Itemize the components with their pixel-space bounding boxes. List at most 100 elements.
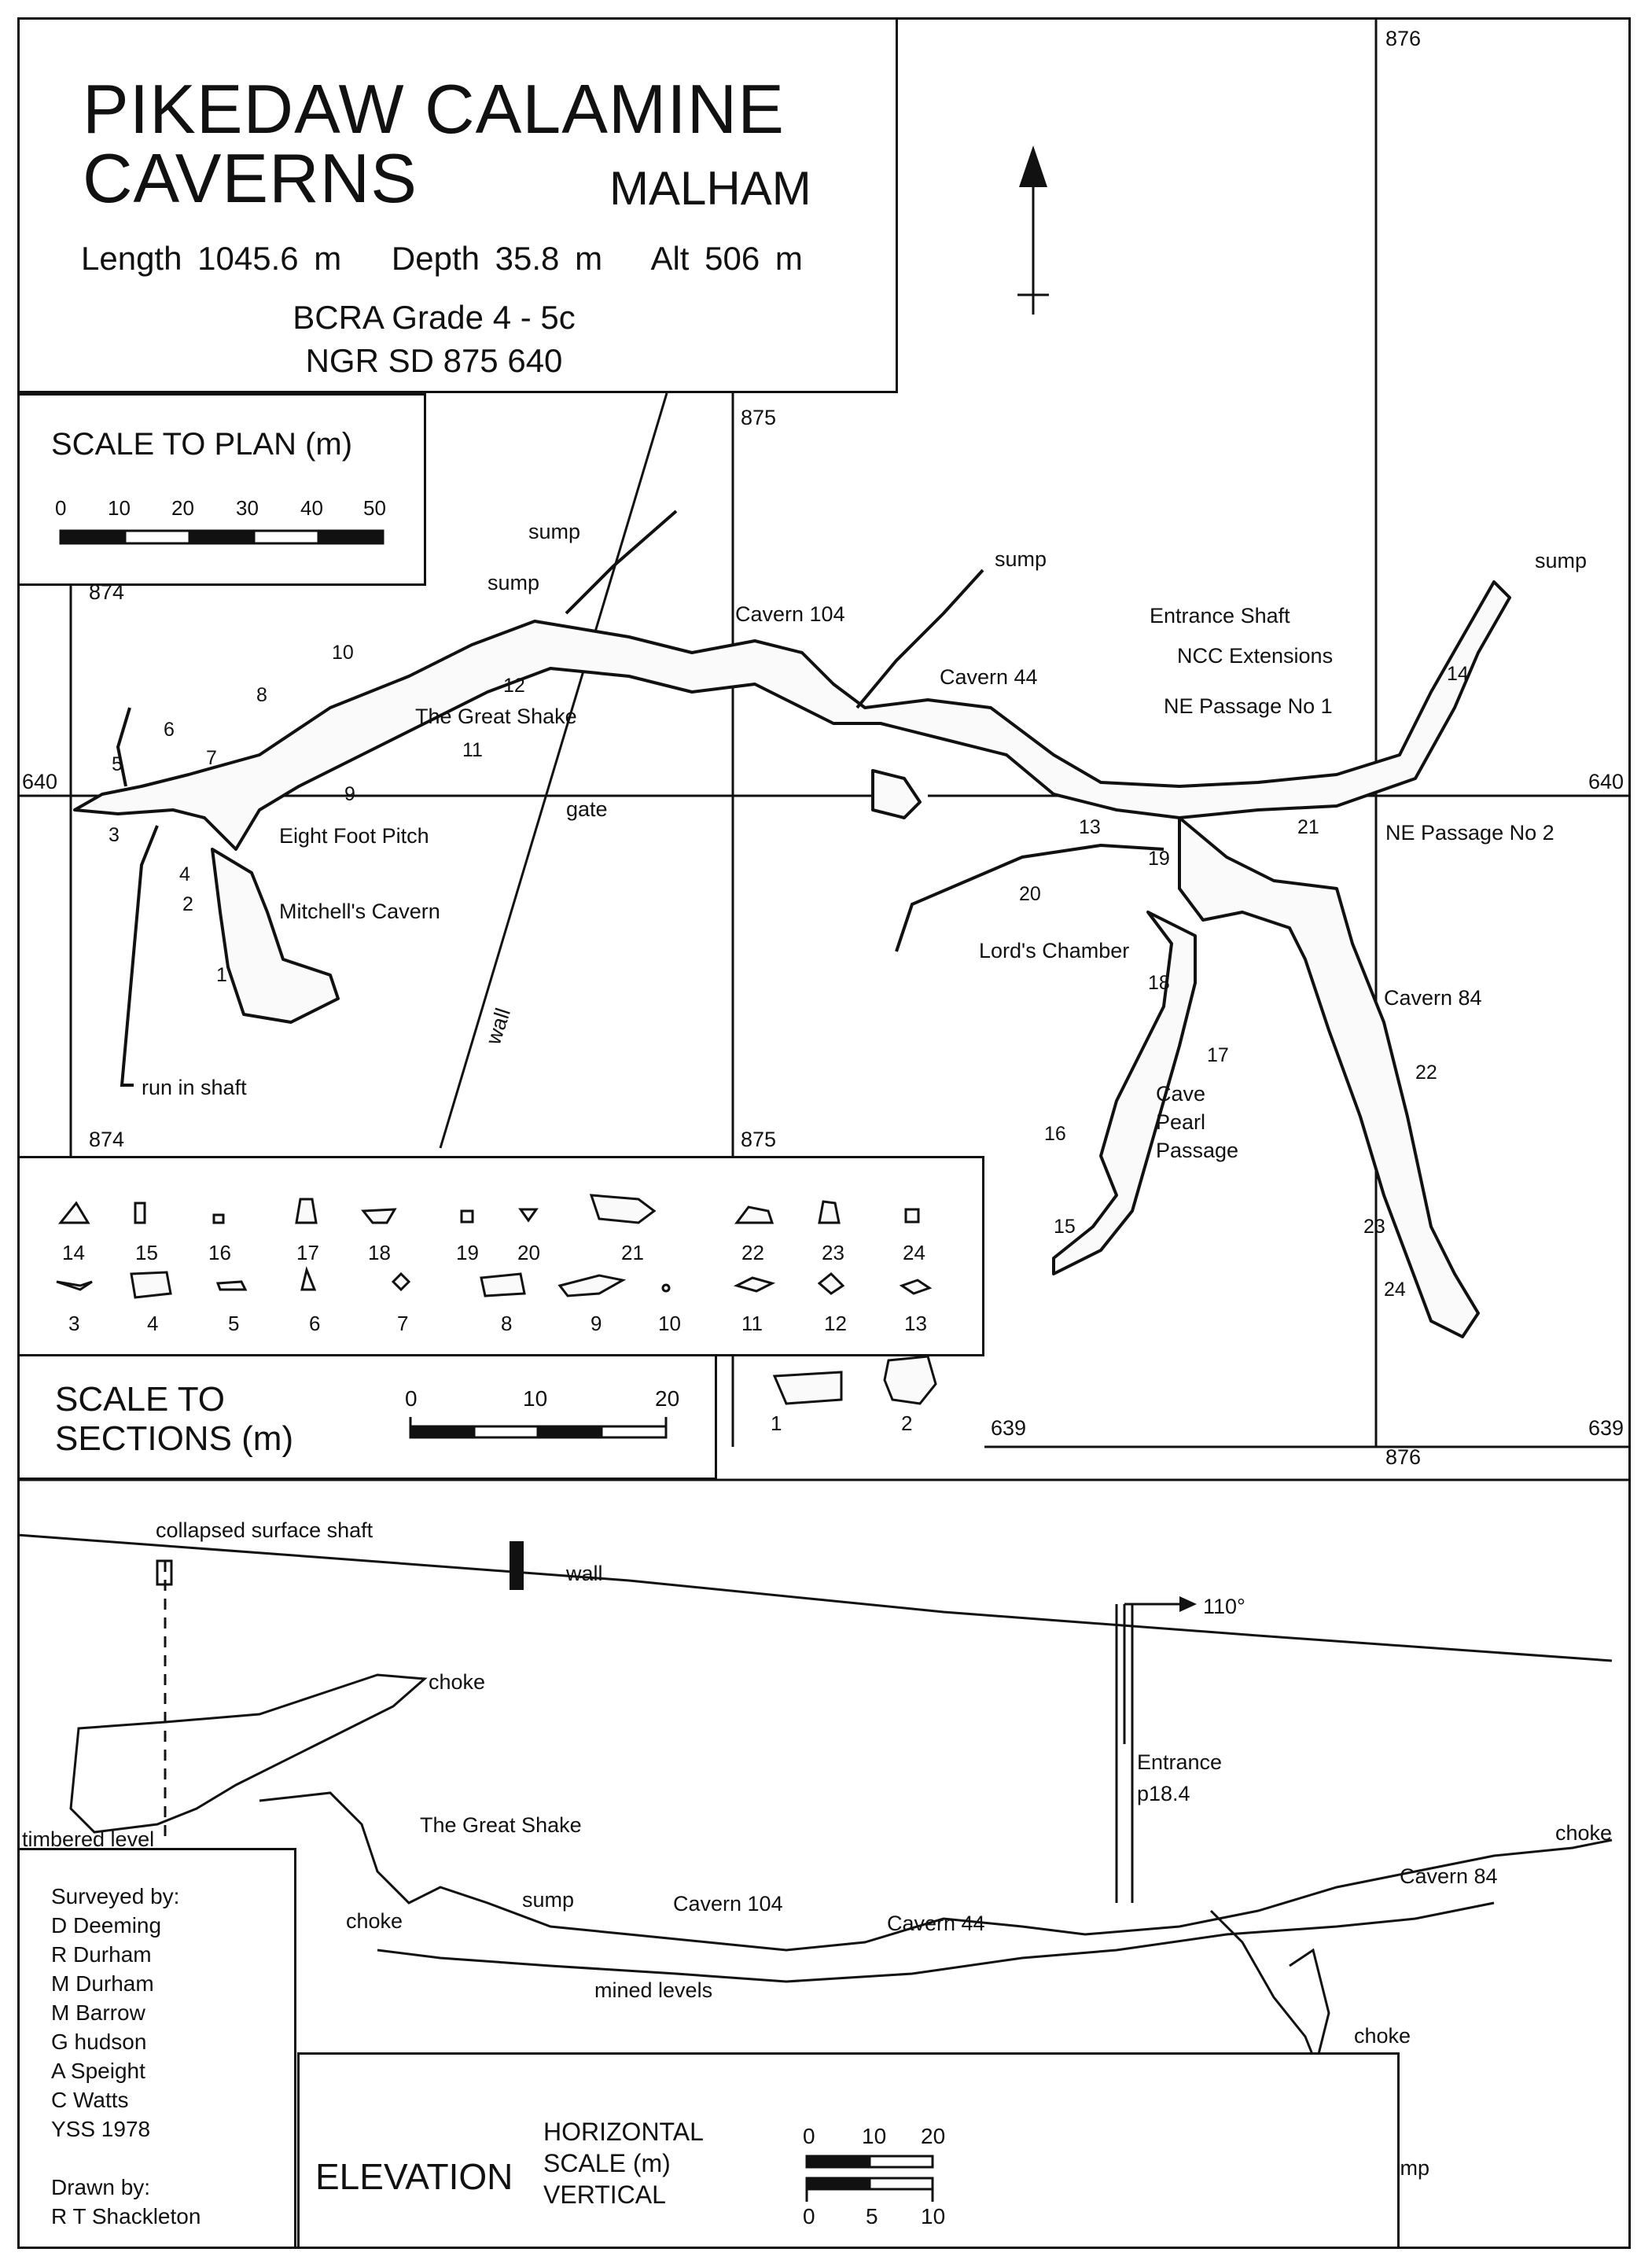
plan-scale-bar xyxy=(59,529,384,545)
label-cavern-84: Cavern 84 xyxy=(1384,986,1482,1010)
label-wall: wall xyxy=(481,1005,515,1047)
elevation-scale-box: ELEVATION HORIZONTAL SCALE (m) VERTICAL … xyxy=(297,2052,1400,2249)
elevation-h-tick-20: 20 xyxy=(921,2124,946,2148)
survey-year: YSS 1978 xyxy=(51,2117,151,2141)
label-great-shake: The Great Shake xyxy=(415,705,577,728)
plan-ref-14: 14 xyxy=(1447,663,1469,685)
grid-label-875-bottom: 875 xyxy=(741,1128,776,1151)
surveyor-name: C Watts xyxy=(51,2088,129,2112)
plan-ref-10: 10 xyxy=(332,642,354,664)
section-label-8: 8 xyxy=(501,1312,513,1335)
elevation-v-tick-10: 10 xyxy=(921,2204,946,2228)
bcra-grade: BCRA Grade 4 - 5c xyxy=(293,299,576,336)
section-label-17: 17 xyxy=(296,1241,319,1264)
surveyor-name: R Durham xyxy=(51,1942,152,1967)
label-eight-foot-pitch: Eight Foot Pitch xyxy=(279,824,429,848)
label-elevation-wall: wall xyxy=(565,1562,603,1585)
grid-label-640-right: 640 xyxy=(1588,770,1624,793)
grid-label-639-mid: 639 xyxy=(991,1416,1026,1440)
plan-ref-9: 9 xyxy=(344,783,355,805)
elevation-v-tick-0: 0 xyxy=(803,2204,815,2228)
section-scale-tick-10: 10 xyxy=(523,1386,548,1411)
section-label-1: 1 xyxy=(771,1411,782,1435)
surveyor-name: M Barrow xyxy=(51,2000,145,2025)
plan-ref-16: 16 xyxy=(1044,1123,1066,1145)
sections-box: 14 15 16 17 18 19 20 21 22 23 24 3 4 5 6… xyxy=(17,1156,984,1356)
surveyor-name: A Speight xyxy=(51,2059,145,2083)
drawn-by-heading: Drawn by: xyxy=(51,2175,151,2199)
elevation-scale-bars xyxy=(805,2155,934,2202)
section-label-7: 7 xyxy=(397,1312,409,1335)
section-scale-bar xyxy=(409,1417,668,1439)
plan-scale-label: SCALE TO PLAN (m) xyxy=(51,427,353,462)
label-collapsed-shaft: collapsed surface shaft xyxy=(156,1518,373,1542)
section-label-9: 9 xyxy=(591,1312,602,1335)
plan-scale-tick-20: 20 xyxy=(171,496,194,520)
label-bearing: 110° xyxy=(1203,1595,1245,1618)
plan-ref-22: 22 xyxy=(1415,1062,1437,1084)
grid-label-876-top: 876 xyxy=(1385,27,1421,50)
label-pitch: p18.4 xyxy=(1137,1782,1190,1805)
plan-scale-tick-10: 10 xyxy=(108,496,131,520)
label-cavern-44: Cavern 44 xyxy=(940,665,1038,689)
label-cavern-104: Cavern 104 xyxy=(735,602,845,626)
label-cave-pearl-1: Cave xyxy=(1156,1082,1205,1106)
plan-ref-24: 24 xyxy=(1384,1279,1406,1301)
label-ncc-extensions: NCC Extensions xyxy=(1177,644,1333,668)
section-shapes xyxy=(56,1194,933,1299)
plan-scale-tick-0: 0 xyxy=(55,496,67,520)
drawn-by-name: R T Shackleton xyxy=(51,2204,201,2228)
elevation-scale-label: SCALE (m) xyxy=(543,2149,671,2177)
label-elevation-great-shake: The Great Shake xyxy=(420,1813,582,1837)
plan-ref-12: 12 xyxy=(503,675,525,697)
label-elevation-cavern-104: Cavern 104 xyxy=(673,1892,783,1916)
plan-ref-15: 15 xyxy=(1054,1216,1076,1238)
plan-ref-8: 8 xyxy=(256,684,267,706)
section-label-6: 6 xyxy=(309,1312,321,1335)
cave-stats: Length 1045.6 m Depth 35.8 m Alt 506 m xyxy=(81,240,837,278)
plan-ref-3: 3 xyxy=(109,824,120,846)
title-place: MALHAM xyxy=(609,162,811,215)
plan-ref-13: 13 xyxy=(1079,816,1101,838)
surveyor-list: Surveyed by: D Deeming R Durham M Durham… xyxy=(51,1882,201,2231)
section-label-20: 20 xyxy=(517,1241,540,1264)
label-choke-3: choke xyxy=(1555,1821,1612,1845)
section-label-23: 23 xyxy=(822,1241,844,1264)
section-scale-tick-0: 0 xyxy=(405,1386,418,1411)
section-label-2: 2 xyxy=(901,1411,913,1435)
section-label-21: 21 xyxy=(621,1241,644,1264)
label-run-in-shaft: run in shaft xyxy=(142,1076,247,1099)
section-label-5: 5 xyxy=(228,1312,240,1335)
elevation-wall-icon xyxy=(510,1541,524,1590)
section-shapes-1-2 xyxy=(772,1355,937,1405)
section-label-22: 22 xyxy=(741,1241,764,1264)
elevation-vertical-label: VERTICAL xyxy=(543,2181,666,2209)
stat-depth: Depth 35.8 m xyxy=(391,240,603,277)
label-timbered-level: timbered level xyxy=(22,1827,154,1851)
label-elevation-cavern-84: Cavern 84 xyxy=(1400,1864,1498,1888)
label-choke-4: choke xyxy=(1354,2024,1411,2048)
title-line-1: PIKEDAW CALAMINE xyxy=(83,70,785,148)
plan-wall-line xyxy=(439,392,668,1149)
grid-label-876-bottom: 876 xyxy=(1385,1445,1421,1469)
section-label-3: 3 xyxy=(68,1312,80,1335)
surveyor-name: D Deeming xyxy=(51,1913,162,1938)
plan-ref-18: 18 xyxy=(1148,972,1170,994)
title-box: PIKEDAW CALAMINE CAVERNS MALHAM Length 1… xyxy=(17,17,898,393)
stat-altitude: Alt 506 m xyxy=(650,240,803,277)
section-label-10: 10 xyxy=(658,1312,681,1335)
plan-ref-23: 23 xyxy=(1363,1216,1385,1238)
section-label-19: 19 xyxy=(456,1241,479,1264)
elevation-title: ELEVATION xyxy=(315,2156,513,2197)
plan-scale-tick-40: 40 xyxy=(300,496,323,520)
label-entrance-shaft: Entrance Shaft xyxy=(1150,604,1290,627)
grid-label-874-bottom: 874 xyxy=(89,1128,124,1151)
surveyor-name: M Durham xyxy=(51,1971,154,1996)
surveyed-by-heading: Surveyed by: xyxy=(51,1884,180,1908)
label-elevation-cavern-44: Cavern 44 xyxy=(887,1912,985,1935)
label-elevation-sump-1: sump xyxy=(522,1888,574,1912)
title-line-2: CAVERNS xyxy=(83,139,418,217)
grid-label-640-left: 640 xyxy=(22,770,57,793)
surveyor-box: Surveyed by: D Deeming R Durham M Durham… xyxy=(17,1848,296,2249)
